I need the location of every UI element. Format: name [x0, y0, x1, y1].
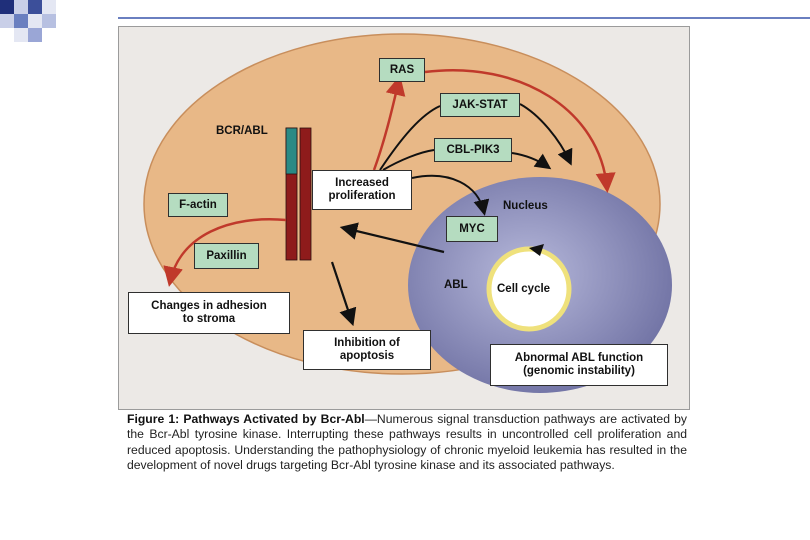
abnormal-abl-label: Abnormal ABL function (genomic instabili…: [514, 352, 644, 377]
slide-decoration: [0, 0, 56, 42]
f-actin-label: F-actin: [179, 198, 217, 211]
arrow-ras-to-nucleus: [424, 69, 616, 193]
cell-cycle-label: Cell cycle: [497, 283, 551, 295]
arrow-to-ras: [372, 75, 406, 171]
inhibition-apoptosis-label: Inhibition of apoptosis: [334, 337, 400, 362]
abl-label: ABL: [444, 279, 468, 291]
myc-label: MYC: [459, 222, 485, 235]
bcr-bar-right: [299, 127, 312, 261]
arrow-abl-to-bcr: [339, 222, 445, 254]
ras-box: RAS: [379, 58, 425, 82]
ras-label: RAS: [389, 63, 415, 76]
jak-stat-label: JAK-STAT: [452, 98, 508, 111]
arrow-cblpik3: [382, 149, 435, 171]
slide-rule: [118, 17, 810, 19]
cbl-pik3-box: CBL-PIK3: [434, 138, 512, 162]
myc-box: MYC: [446, 216, 498, 242]
f-actin-box: F-actin: [168, 193, 228, 217]
arrow-jakstat: [379, 105, 441, 171]
cell-cycle-circle: [486, 246, 572, 332]
increased-proliferation-box: Increased proliferation: [312, 170, 412, 210]
inhibition-apoptosis-box: Inhibition of apoptosis: [303, 330, 431, 370]
arrow-jakstat-nucleus: [519, 103, 573, 166]
increased-proliferation-label: Increased proliferation: [328, 177, 396, 202]
paxillin-label: Paxillin: [206, 249, 247, 262]
abnormal-abl-box: Abnormal ABL function (genomic instabili…: [490, 344, 668, 386]
changes-adhesion-box: Changes in adhesion to stroma: [128, 292, 290, 334]
bcr-bar-left-teal: [285, 127, 298, 175]
cbl-pik3-label: CBL-PIK3: [446, 143, 500, 156]
caption-title: Figure 1: Pathways Activated by Bcr-Abl: [127, 412, 365, 426]
arrow-cblpik3-nucleus: [511, 152, 552, 170]
paxillin-box: Paxillin: [194, 243, 259, 269]
caption-text: —Numerous signal transduction pathways a…: [127, 412, 687, 473]
figure-caption: Figure 1: Pathways Activated by Bcr-Abl—…: [127, 412, 687, 474]
nucleus-label: Nucleus: [503, 200, 548, 212]
changes-adhesion-label: Changes in adhesion to stroma: [151, 300, 267, 325]
bcr-abl-label: BCR/ABL: [216, 125, 268, 137]
arrow-to-apoptosis: [330, 261, 357, 327]
arrow-to-myc: [411, 174, 490, 216]
arrow-to-adhesion: [163, 218, 287, 287]
jak-stat-box: JAK-STAT: [440, 93, 520, 117]
